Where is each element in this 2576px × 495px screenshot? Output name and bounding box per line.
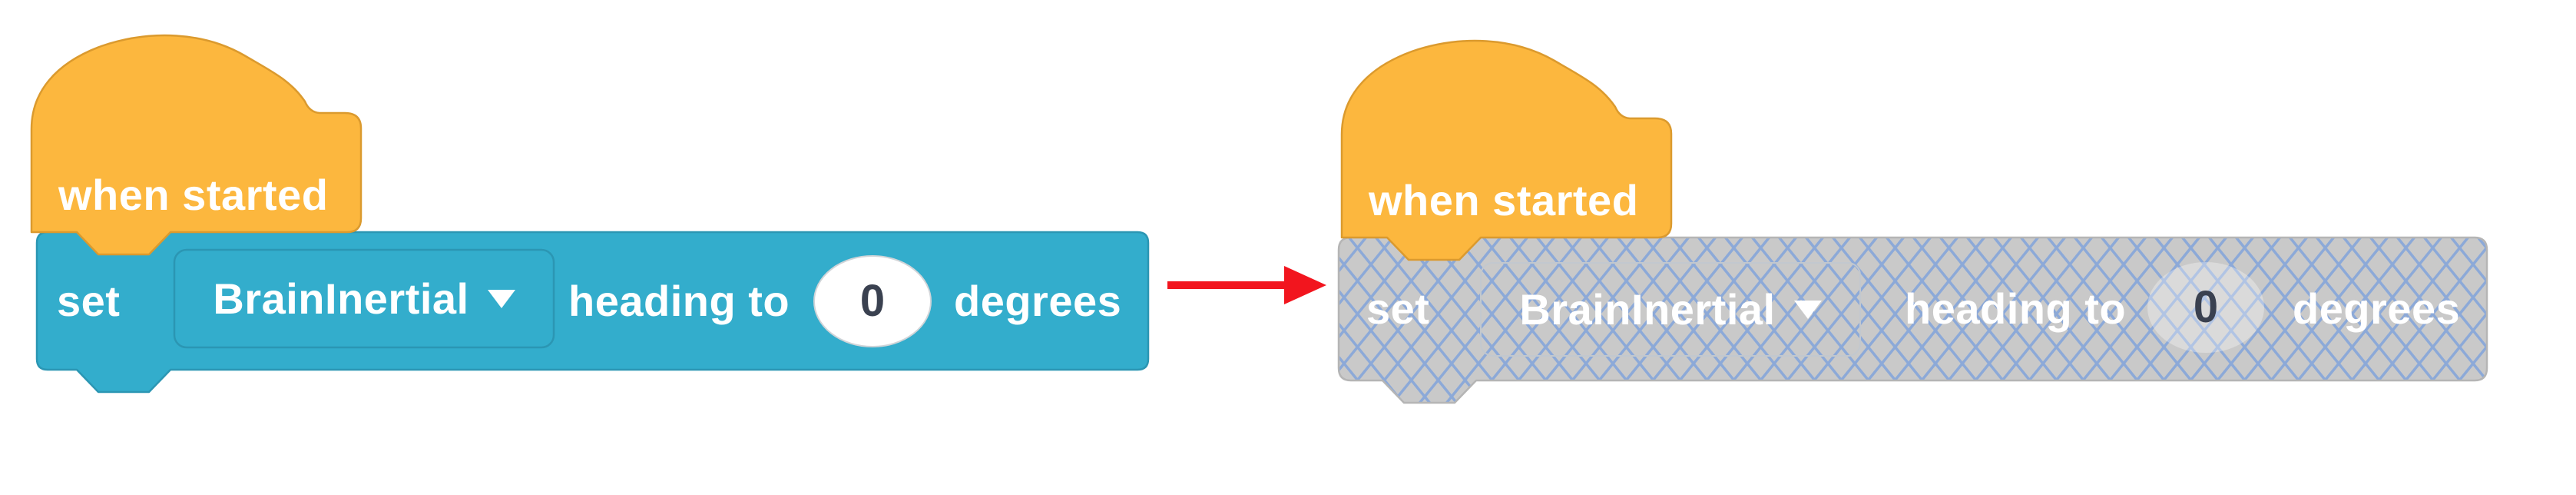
- dropdown-arrow-icon-disabled: [1793, 300, 1822, 319]
- heading-value-disabled: 0: [2193, 282, 2219, 332]
- heading-to-label: heading to: [568, 277, 790, 325]
- device-dropdown[interactable]: BrainInertial: [174, 250, 554, 347]
- hat-label-disabled: when started: [1369, 176, 1639, 224]
- set-label: set: [57, 277, 121, 325]
- device-dropdown-value: BrainInertial: [213, 274, 469, 323]
- heading-value-input[interactable]: 0: [859, 276, 886, 326]
- device-dropdown-outline-disabled: [1480, 262, 1861, 357]
- hat-label: when started: [58, 171, 329, 219]
- dropdown-arrow-icon: [487, 289, 515, 308]
- value-field: [813, 255, 932, 347]
- transition-arrow-icon: [1167, 266, 1326, 304]
- device-dropdown-value-disabled: BrainInertial: [1519, 284, 1776, 334]
- when-started-hat-block-disabled[interactable]: [1340, 39, 1673, 261]
- set-label-disabled: set: [1366, 284, 1430, 333]
- when-started-hat-block[interactable]: [30, 34, 363, 256]
- device-dropdown-disabled: BrainInertial: [1481, 263, 1860, 356]
- heading-to-label-disabled: heading to: [1905, 284, 2127, 333]
- device-dropdown-outline: [173, 248, 555, 349]
- degrees-label: degrees: [954, 277, 1122, 325]
- set-heading-block-disabled[interactable]: [1337, 236, 2488, 404]
- degrees-label-disabled: degrees: [2293, 284, 2461, 333]
- value-field-ghost: [2147, 262, 2264, 353]
